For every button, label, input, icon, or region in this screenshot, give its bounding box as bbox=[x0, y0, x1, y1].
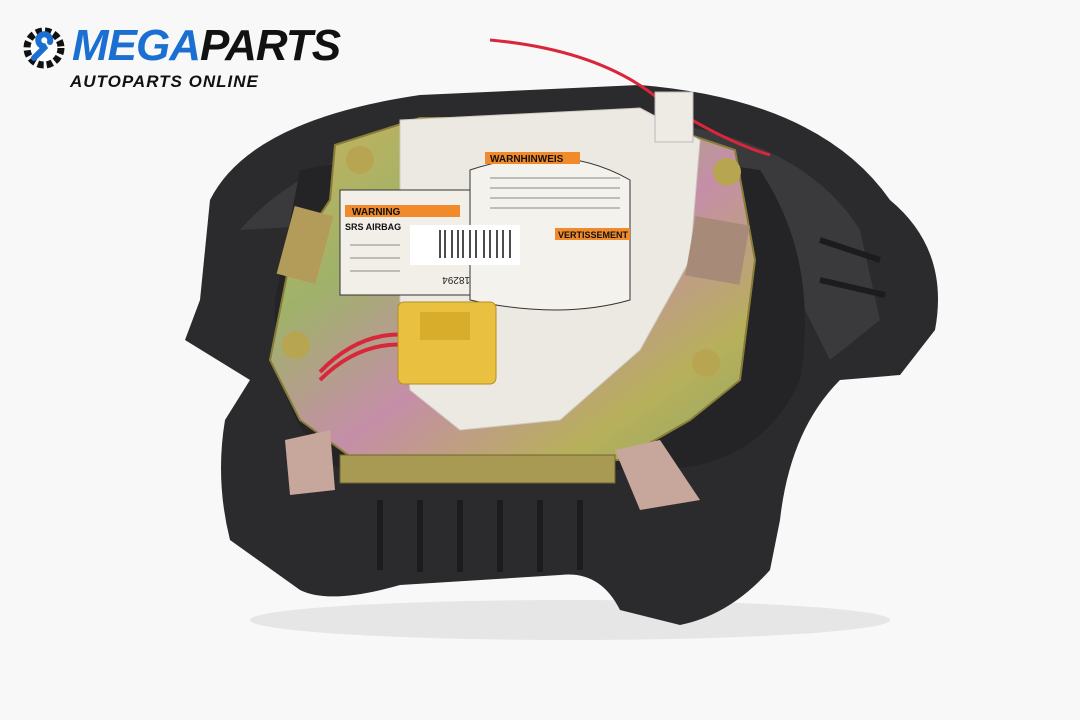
warning-labels: WARNING SRS AIRBAG WARNHINWEIS VERTISSEM… bbox=[339, 152, 631, 311]
wire-clip bbox=[654, 91, 694, 143]
right-tab bbox=[685, 216, 750, 285]
label-warnhinweis: WARNHINWEIS bbox=[490, 154, 564, 165]
logo-mega: MEGA bbox=[72, 21, 201, 70]
shadow bbox=[250, 600, 890, 640]
label-avertissement: VERTISSEMENT bbox=[558, 230, 629, 240]
left-tab bbox=[276, 206, 334, 284]
logo-tagline: AUTOPARTS ONLINE bbox=[70, 72, 259, 91]
logo-wordmark: MEGAPARTS bbox=[72, 21, 341, 70]
logo-parts: PARTS bbox=[200, 21, 341, 70]
housing-ribs bbox=[377, 237, 886, 572]
label-srs-airbag: SRS AIRBAG bbox=[345, 222, 401, 232]
airbag-fabric-left bbox=[285, 430, 335, 495]
wrench-gear-icon bbox=[23, 27, 65, 69]
label-part-number: 18294 bbox=[442, 274, 470, 285]
label-warning: WARNING bbox=[352, 207, 401, 218]
airbag-fabric-right bbox=[615, 440, 700, 510]
megaparts-logo: MEGAPARTS AUTOPARTS ONLINE bbox=[22, 22, 341, 97]
bottom-bracket bbox=[339, 454, 616, 484]
